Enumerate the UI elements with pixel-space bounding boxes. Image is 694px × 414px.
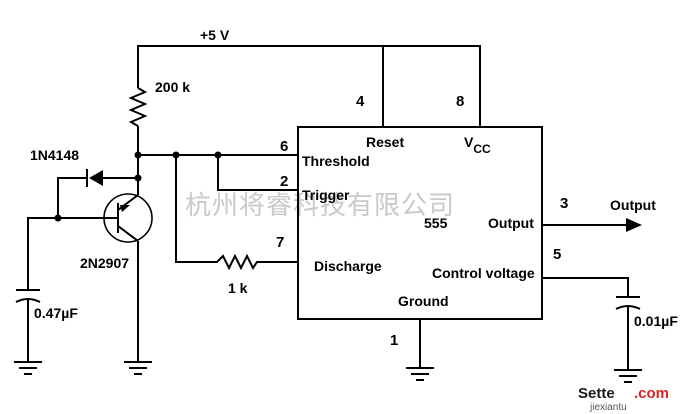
pin-ground-number: 1 — [390, 332, 398, 349]
trigger-wire — [217, 155, 298, 191]
pin-threshold-label: Threshold — [302, 153, 370, 169]
pin-control-label: Control voltage — [432, 265, 535, 281]
diode-triangle — [89, 170, 103, 186]
pin-threshold-number: 6 — [280, 138, 288, 155]
pin-output-number: 3 — [560, 195, 568, 212]
pin-ground-label: Ground — [398, 293, 449, 309]
watermark-text: 杭州将睿科技有限公司 — [185, 191, 455, 221]
output-arrow-icon — [626, 218, 642, 232]
cap-timing-label: 0.47µF — [34, 305, 78, 321]
pin-control-number: 5 — [553, 246, 561, 263]
pin-output-label: Output — [488, 215, 534, 231]
pin-trigger-label: Trigger — [302, 187, 350, 203]
control-wire — [542, 277, 629, 297]
cap-timing-wire — [27, 217, 58, 290]
supply-label: +5 V — [200, 27, 230, 43]
transistor-label: 2N2907 — [80, 255, 129, 271]
pin-discharge-label: Discharge — [314, 258, 382, 274]
pin-trigger-number: 2 — [280, 173, 288, 190]
pin-vcc-number: 8 — [456, 93, 464, 110]
cap-control-label: 0.01µF — [634, 313, 678, 329]
pin-reset-number: 4 — [356, 93, 365, 110]
pin-discharge-number: 7 — [276, 234, 284, 251]
transistor-collector — [117, 225, 139, 242]
diode-label: 1N4148 — [30, 147, 79, 163]
resistor-1k-label: 1 k — [228, 280, 248, 296]
svg-text:jiexiantu: jiexiantu — [589, 402, 627, 413]
cap-control-plate-bottom — [615, 305, 641, 310]
diode-wire-left — [57, 177, 87, 218]
svg-text:Sette: Sette — [578, 385, 615, 402]
svg-text:.com: .com — [634, 385, 669, 402]
cap-timing-plate-bottom — [15, 298, 41, 303]
output-label: Output — [610, 197, 656, 213]
ic-name: 555 — [424, 215, 448, 231]
site-logo: Sette .com jiexiantu — [578, 385, 669, 413]
resistor-200k — [128, 87, 148, 127]
transistor-arrow-icon — [120, 205, 130, 212]
node-diode — [134, 174, 142, 182]
pin-vcc-label: VCC — [464, 134, 491, 156]
supply-rail — [137, 45, 481, 127]
pin-reset-label: Reset — [366, 134, 404, 150]
resistor-1k — [175, 155, 298, 271]
resistor-200k-label: 200 k — [155, 79, 190, 95]
